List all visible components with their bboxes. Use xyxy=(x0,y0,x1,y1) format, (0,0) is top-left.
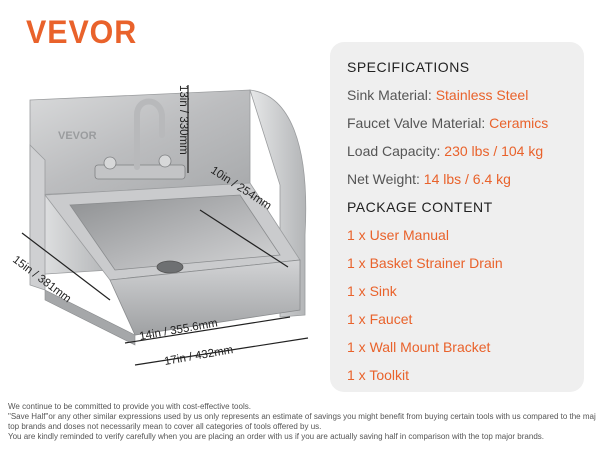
spec-label: Load Capacity: xyxy=(347,143,445,159)
brand-logo: VEVOR xyxy=(26,14,138,50)
disclaimer-line: "Save Half"or any other similar expressi… xyxy=(8,412,596,421)
faucet-spout xyxy=(134,98,165,170)
spec-value: Stainless Steel xyxy=(435,87,529,103)
package-item: 1 x Wall Mount Bracket xyxy=(347,339,491,355)
sink-product-illustration: VEVOR 13in / 330mm 10in / 254mm 15in / 3… xyxy=(10,85,309,368)
spec-row-net-weight: Net Weight: 14 lbs / 6.4 kg xyxy=(347,172,511,186)
package-content-title: PACKAGE CONTENT xyxy=(347,199,493,215)
spec-value: Ceramics xyxy=(489,115,549,131)
sink-brand-mark: VEVOR xyxy=(58,130,97,142)
disclaimer-line: We continue to be committed to provide y… xyxy=(8,402,251,411)
disclaimer-line: top brands and doses not necessarily mea… xyxy=(8,422,322,431)
dim-height-label: 13in / 330mm xyxy=(177,85,189,155)
package-item: 1 x Sink xyxy=(347,283,397,299)
spec-row-sink-material: Sink Material: Stainless Steel xyxy=(347,88,528,102)
package-item: 1 x User Manual xyxy=(347,227,449,243)
package-item: 1 x Basket Strainer Drain xyxy=(347,255,503,271)
sink-basin xyxy=(69,194,281,271)
disclaimer: We continue to be committed to provide y… xyxy=(8,402,596,442)
spec-label: Faucet Valve Material: xyxy=(347,115,490,131)
specifications-title: SPECIFICATIONS xyxy=(347,59,470,75)
package-item: 1 x Toolkit xyxy=(347,367,409,383)
package-item: 1 x Faucet xyxy=(347,311,413,327)
spec-label: Sink Material: xyxy=(347,87,436,103)
faucet-handle-right xyxy=(158,154,172,168)
sink-drain xyxy=(156,260,184,274)
spec-value: 230 lbs / 104 kg xyxy=(444,143,544,159)
spec-row-faucet-valve-material: Faucet Valve Material: Ceramics xyxy=(347,116,548,130)
spec-panel xyxy=(330,42,584,392)
spec-label: Net Weight: xyxy=(347,171,424,187)
faucet-handle-left xyxy=(103,156,117,170)
sink-bottom xyxy=(44,289,136,346)
spec-row-load-capacity: Load Capacity: 230 lbs / 104 kg xyxy=(347,144,543,158)
spec-value: 14 lbs / 6.4 kg xyxy=(423,171,511,187)
sink-front-panel xyxy=(109,259,301,336)
disclaimer-line: You are kindly reminded to verify carefu… xyxy=(8,432,544,441)
dim-total-width-label: 17in / 432mm xyxy=(163,344,234,368)
